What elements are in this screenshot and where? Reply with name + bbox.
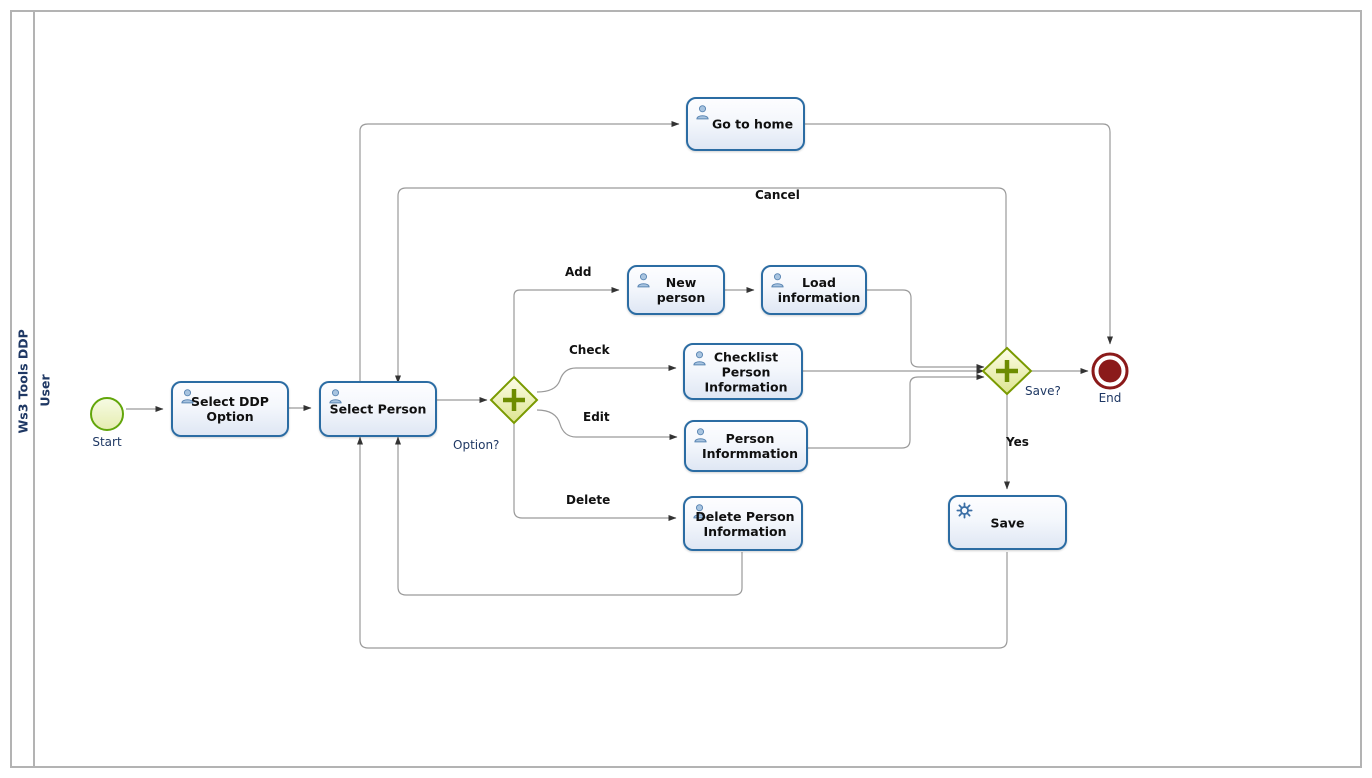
task-label: New person — [629, 275, 723, 305]
gateway-save-label: Save? — [1025, 384, 1061, 398]
user-icon — [693, 351, 706, 366]
flow-label-delete: Delete — [566, 493, 611, 507]
end-event[interactable] — [1091, 352, 1129, 390]
gear-icon — [956, 502, 973, 519]
task-label-line2: Information — [703, 523, 787, 539]
pool-frame — [10, 10, 1362, 768]
task-label-line1: Checklist — [713, 349, 779, 364]
task-label: Save — [990, 515, 1025, 530]
task-label-line2: Option — [206, 409, 254, 424]
flow-go-to-home-to-end — [805, 123, 1113, 345]
task-label: Person Informmation — [686, 431, 806, 461]
end-event-label: End — [1098, 391, 1122, 405]
flow-label-cancel: Cancel — [755, 188, 800, 202]
task-label-line2: person — [656, 290, 706, 305]
flow-delete-person-to-select-person — [395, 436, 743, 596]
user-icon — [693, 504, 706, 519]
flow-option-edit-to-person-information — [536, 409, 678, 441]
task-select-person[interactable]: Select Person — [319, 381, 437, 437]
user-icon — [694, 428, 707, 443]
task-label-line2: Informmation — [702, 446, 798, 461]
task-label: Go to home — [711, 116, 794, 132]
flow-select-person-to-go-to-home — [359, 121, 680, 385]
flow-label-yes: Yes — [1006, 435, 1029, 449]
task-go-to-home[interactable]: Go to home — [686, 97, 805, 151]
task-select-ddp-option[interactable]: Select DDP Option — [171, 381, 289, 437]
task-label: Select DDP Option — [173, 394, 287, 424]
start-event-label: Start — [92, 435, 122, 449]
task-person-informmation[interactable]: Person Informmation — [684, 420, 808, 472]
gateway-option-label: Option? — [453, 438, 500, 452]
user-icon — [329, 389, 342, 404]
start-event[interactable] — [90, 397, 124, 431]
pool-label: Ws3 Tools DDP — [15, 329, 31, 434]
task-label-line1: Load — [802, 275, 836, 290]
task-label-line1: Person — [725, 431, 775, 446]
task-delete-person-information[interactable]: Delete Person Information — [683, 496, 803, 551]
task-checklist-person-information[interactable]: Checklist Person Information — [683, 343, 803, 400]
flow-option-check-to-checklist — [536, 365, 677, 393]
task-label-line1: Select DDP — [191, 394, 269, 409]
flow-option-delete-to-delete-person — [513, 423, 677, 522]
task-label: Delete Person Information — [685, 509, 801, 539]
task-label-line1: New — [665, 275, 697, 290]
gateway-save[interactable] — [981, 346, 1033, 396]
task-label-line2: Person — [721, 364, 771, 379]
flow-label-add: Add — [565, 265, 592, 279]
task-label-line1: Delete Person — [695, 508, 795, 524]
user-icon — [637, 273, 650, 288]
task-save[interactable]: Save — [948, 495, 1067, 550]
flow-save-to-select-person — [357, 436, 1008, 649]
gateway-option[interactable] — [489, 375, 539, 425]
task-label-line3: Information — [704, 379, 788, 394]
flow-person-information-to-save-gateway — [808, 374, 985, 449]
user-icon — [696, 105, 709, 120]
flow-label-check: Check — [569, 343, 610, 357]
task-label: Load information — [763, 275, 865, 305]
user-icon — [181, 389, 194, 404]
flow-load-information-to-save-gateway — [867, 289, 985, 371]
task-label-line2: information — [777, 290, 861, 305]
task-label: Select Person — [329, 401, 427, 417]
flow-option-add-to-new-person — [513, 287, 620, 377]
task-label: Checklist Person Information — [685, 349, 801, 394]
flow-cancel-to-select-person — [394, 187, 1007, 384]
task-new-person[interactable]: New person — [627, 265, 725, 315]
task-load-information[interactable]: Load information — [761, 265, 867, 315]
flow-label-edit: Edit — [583, 410, 610, 424]
user-icon — [771, 273, 784, 288]
lane-label: User — [37, 374, 53, 407]
